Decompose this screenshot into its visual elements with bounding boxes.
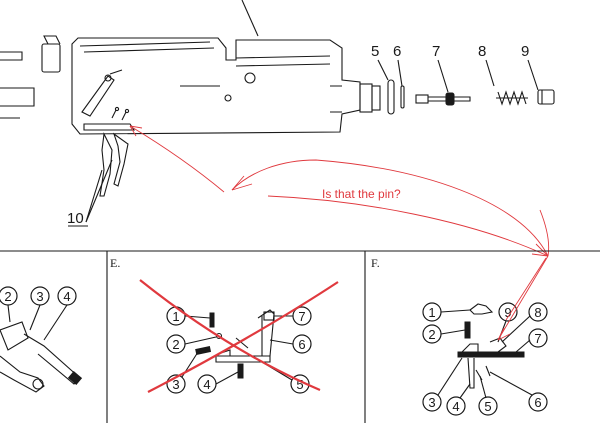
panel-f: F. 1 2 3 4 5 6 7 8 9 — [371, 255, 549, 416]
panel-f-parts — [457, 303, 525, 389]
top-part-numbers: 5 6 7 8 9 — [371, 43, 539, 93]
panel-left: 2 3 4 — [0, 286, 83, 393]
part-number-8: 8 — [478, 43, 486, 60]
red-x-mark — [139, 279, 321, 392]
panel-e-label: E. — [110, 256, 120, 270]
e-callout-5: 5 — [296, 377, 303, 392]
trigger-part-number: 10 — [67, 210, 84, 227]
e-callout-3: 3 — [172, 377, 179, 392]
arrow-from-f — [231, 159, 549, 257]
f-callout-6: 6 — [534, 395, 541, 410]
panel-frame — [0, 250, 600, 423]
f-callout-4: 4 — [452, 399, 459, 414]
f-callout-2: 2 — [428, 327, 435, 342]
left-callout-4: 4 — [63, 289, 70, 304]
e-callout-7: 7 — [298, 309, 305, 324]
part-number-5: 5 — [371, 43, 379, 60]
f-callout-5: 5 — [484, 399, 491, 414]
panel-e-parts — [195, 309, 275, 379]
e-callout-6: 6 — [298, 337, 305, 352]
red-annotation: Is that the pin? — [129, 125, 550, 257]
f-callout-9: 9 — [504, 305, 511, 320]
e-callout-1: 1 — [172, 309, 179, 324]
e-callout-2: 2 — [172, 337, 179, 352]
e-callout-4: 4 — [203, 377, 210, 392]
top-parts — [387, 79, 555, 115]
panel-f-label: F. — [371, 256, 380, 270]
f-callout-3: 3 — [428, 395, 435, 410]
left-callout-3: 3 — [36, 289, 43, 304]
left-callout-2: 2 — [4, 289, 11, 304]
annotation-text: Is that the pin? — [322, 187, 401, 201]
f-callout-8: 8 — [534, 305, 541, 320]
part-number-6: 6 — [393, 43, 401, 60]
receiver-drawing — [0, 0, 381, 227]
part-number-7: 7 — [432, 43, 440, 60]
arrow-to-pin — [129, 125, 225, 193]
part-number-9: 9 — [521, 43, 529, 60]
f-callout-1: 1 — [428, 305, 435, 320]
panel-e: E. 1 2 3 4 5 6 7 — [110, 256, 339, 394]
f-callout-7: 7 — [534, 331, 541, 346]
arrow-to-f — [267, 195, 549, 257]
